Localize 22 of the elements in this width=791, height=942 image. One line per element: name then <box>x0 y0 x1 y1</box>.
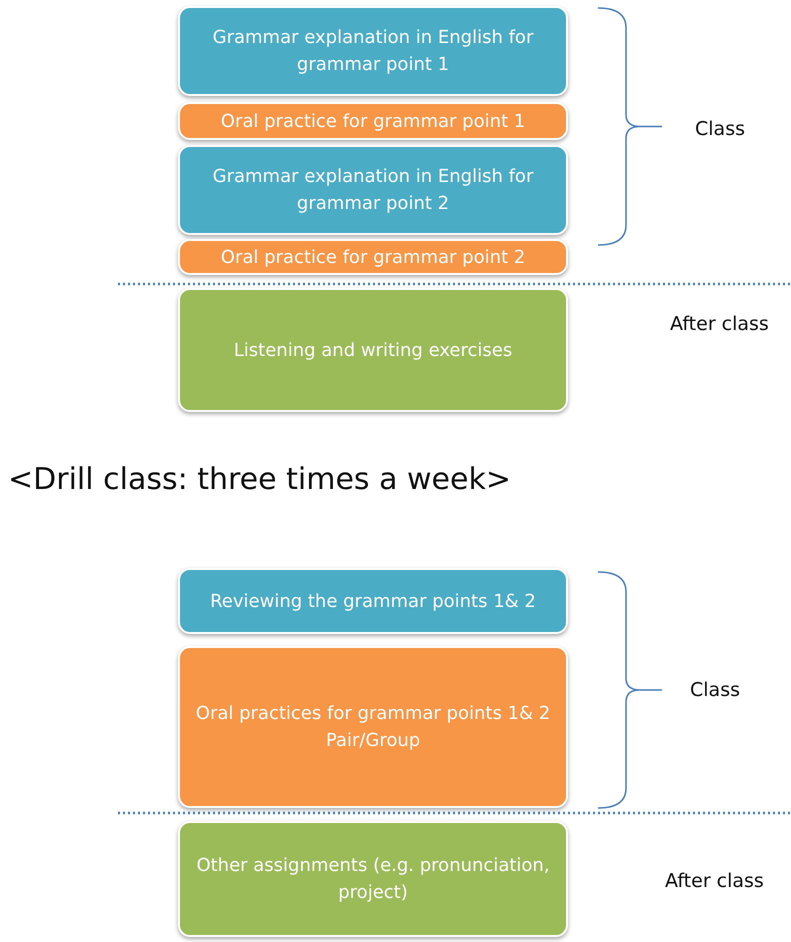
section-label: Class <box>690 679 740 701</box>
activity-box <box>178 821 568 937</box>
section-label: Class <box>695 118 745 140</box>
activity-box <box>178 239 568 275</box>
box-text: Listening and writing exercises <box>234 338 512 362</box>
section-label: After class <box>665 870 764 892</box>
box-text: Grammar explanation in English for grammar point 2 <box>212 165 534 216</box>
activity-box <box>178 646 568 808</box>
activity-box <box>178 102 568 140</box>
box-text: Grammar explanation in English for grammar point 1 <box>212 26 534 77</box>
activity-box <box>178 6 568 96</box>
box-text: Other assignments (e.g. pronunciation, project) <box>195 854 551 905</box>
section-heading: <Drill class: three times a week> <box>8 462 511 497</box>
activity-box <box>178 145 568 235</box>
box-text: Pair/Group <box>326 729 420 753</box>
box-text: Oral practices for grammar points 1& 2 <box>196 702 550 726</box>
section-label: After class <box>670 313 769 335</box>
activity-box <box>178 568 568 634</box>
box-text: Reviewing the grammar points 1& 2 <box>210 590 536 614</box>
box-text: Oral practice for grammar point 2 <box>220 246 526 270</box>
box-text: Oral practice for grammar point 1 <box>220 110 526 134</box>
activity-box <box>178 288 568 412</box>
